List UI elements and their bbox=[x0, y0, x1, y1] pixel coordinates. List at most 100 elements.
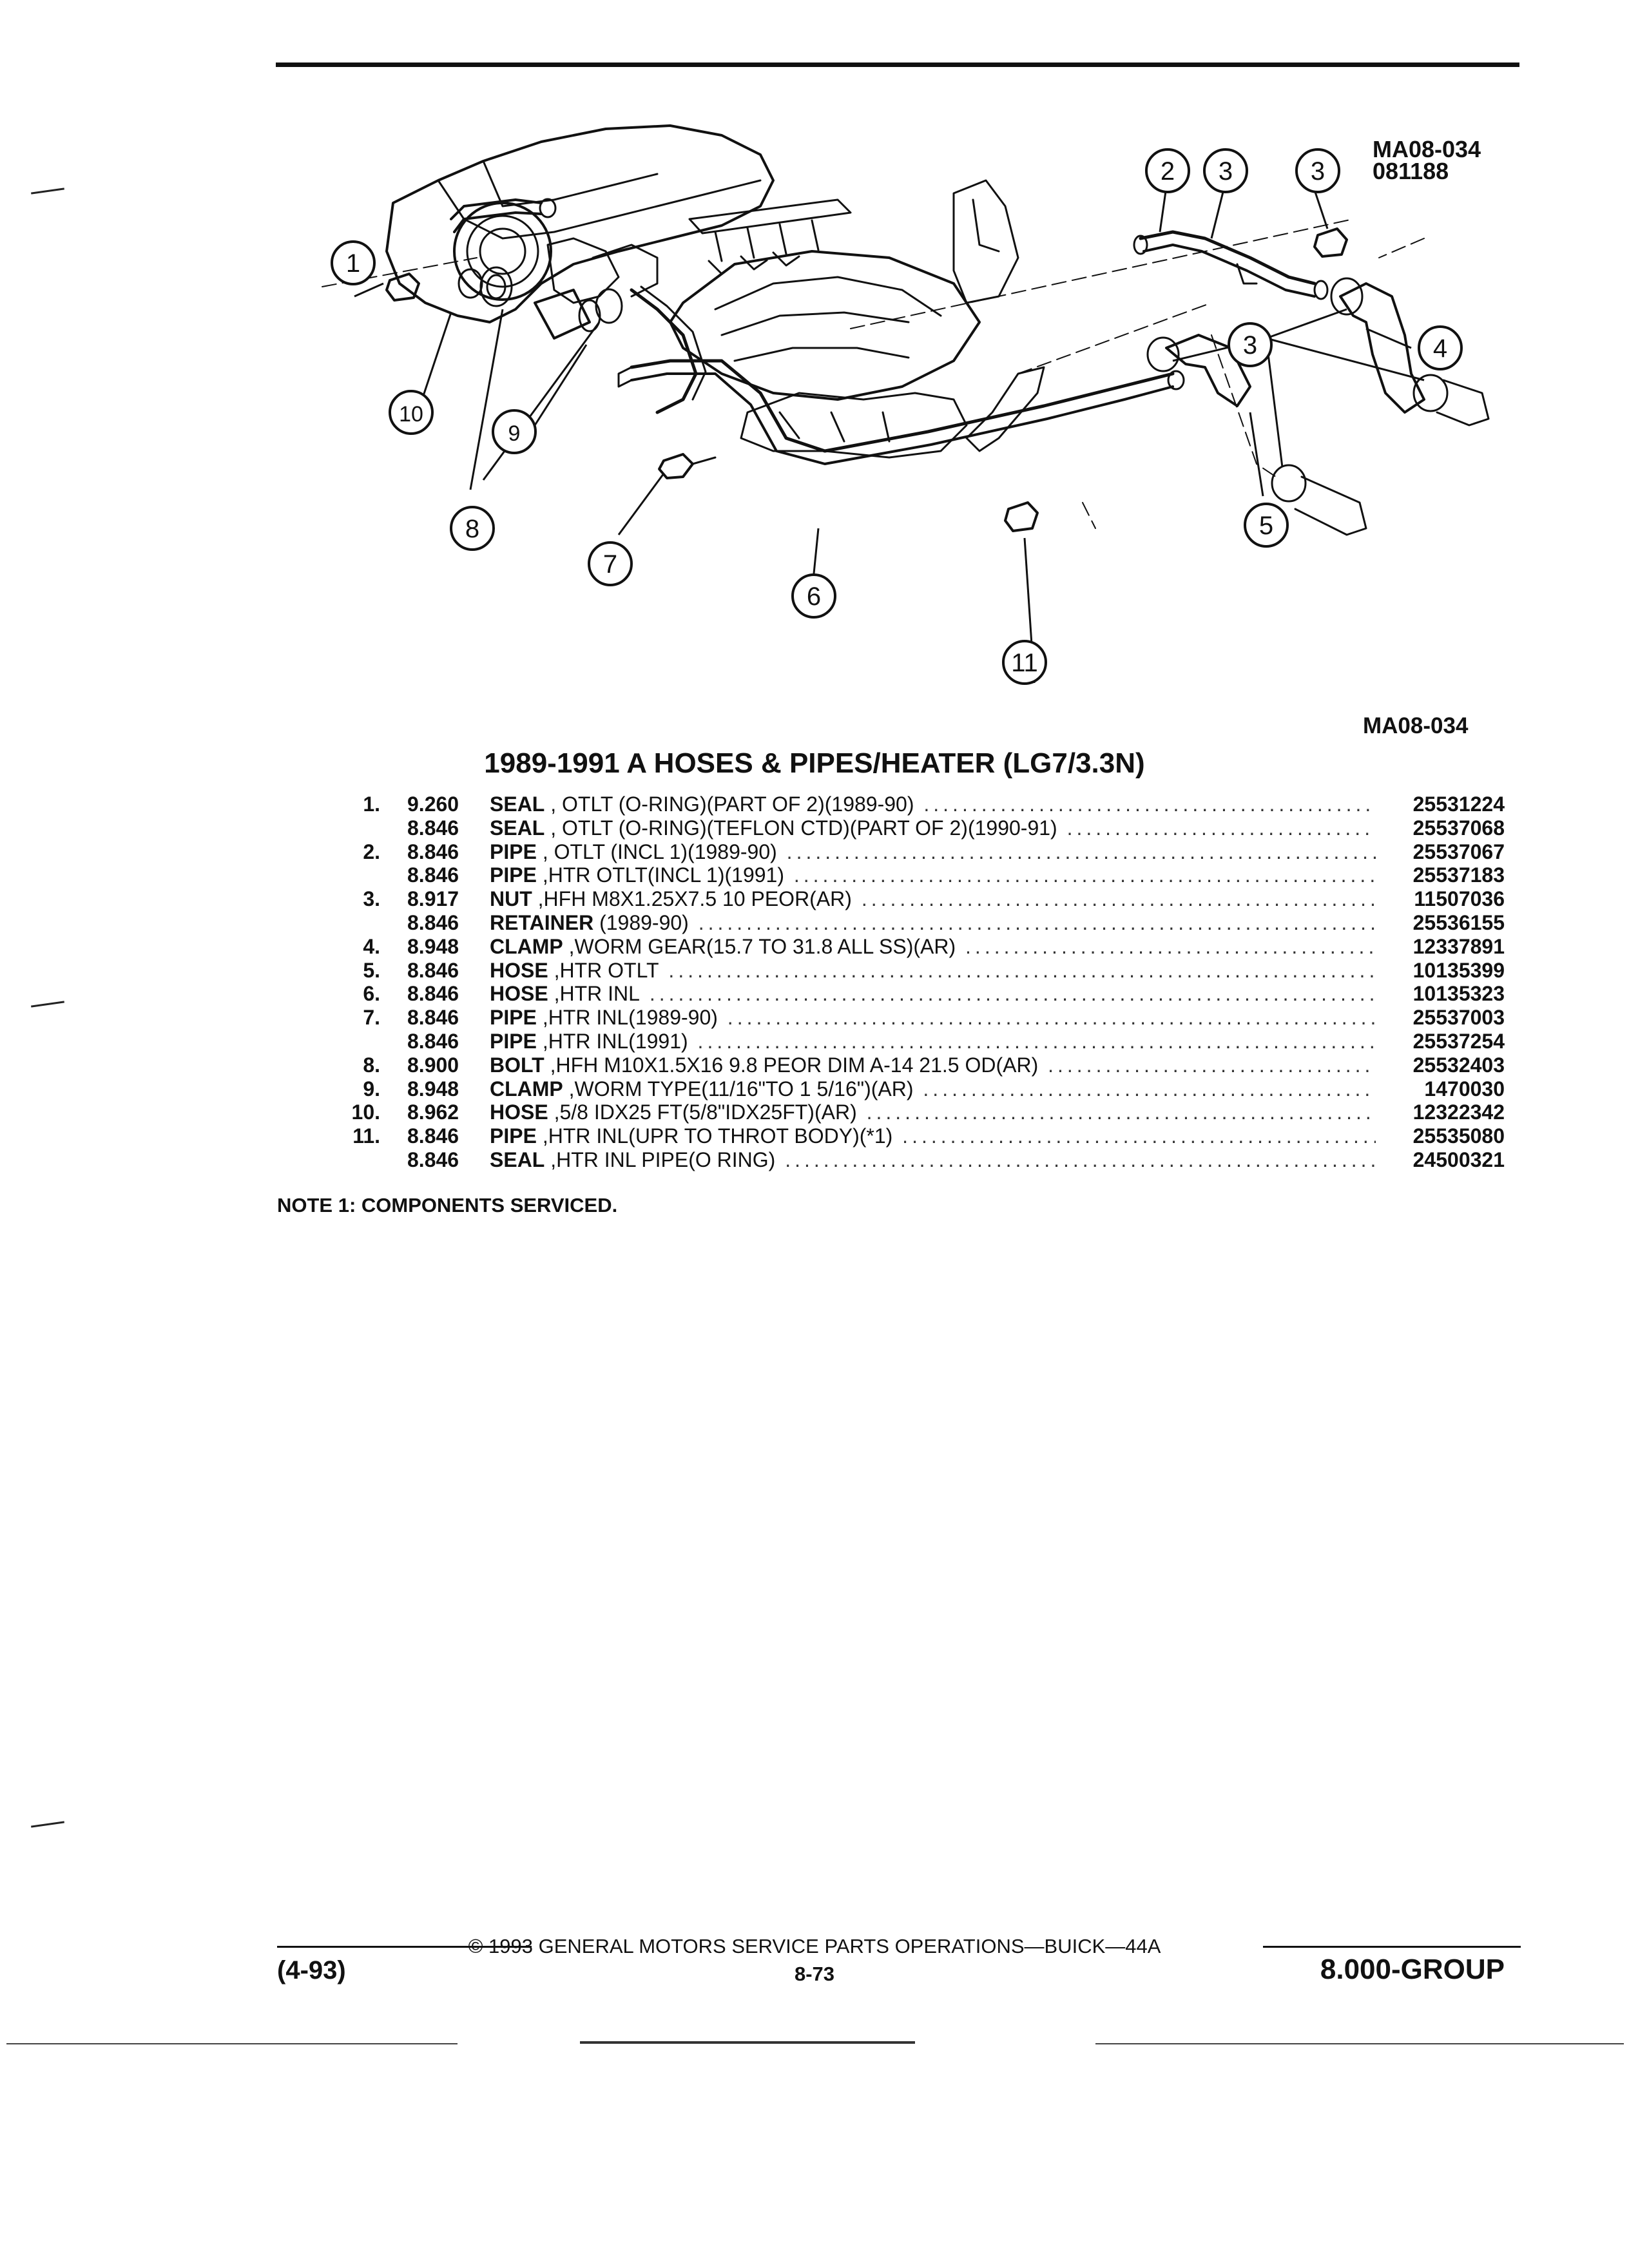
item-number: 9. bbox=[363, 1077, 380, 1100]
part-detail: ,WORM TYPE(11/16"TO 1 5/16")(AR) bbox=[563, 1077, 914, 1100]
callout-9: 9 bbox=[508, 421, 521, 446]
parts-note: NOTE 1: COMPONENTS SERVICED. bbox=[277, 1194, 618, 1216]
leader-dots: ........................................… bbox=[793, 863, 1376, 887]
diagram-code-number: MA08-034 bbox=[1373, 136, 1481, 162]
part-number: 10135323 bbox=[1412, 982, 1505, 1006]
item-number: 8. bbox=[363, 1053, 380, 1077]
part-name: PIPE bbox=[490, 840, 537, 863]
item-number: 11. bbox=[352, 1124, 380, 1148]
part-number: 11507036 bbox=[1414, 887, 1505, 911]
group-code: 8.846 bbox=[407, 816, 459, 840]
item-number: 4. bbox=[363, 934, 380, 958]
part-detail: ,HFH M8X1.25X7.5 10 PEOR(AR) bbox=[532, 887, 852, 911]
part-detail: ,5/8 IDX25 FT(5/8"IDX25FT)(AR) bbox=[548, 1100, 857, 1124]
leader-dots: ........................................… bbox=[923, 793, 1376, 816]
group-code: 8.846 bbox=[407, 982, 459, 1006]
callout-8: 8 bbox=[465, 515, 479, 543]
part-number: 25537068 bbox=[1412, 816, 1505, 840]
leader-dots: ........................................… bbox=[697, 1030, 1376, 1053]
leader-dots: ........................................… bbox=[1066, 816, 1376, 840]
part-number: 25531224 bbox=[1412, 793, 1505, 816]
part-description: SEAL , OTLT (O-RING)(TEFLON CTD)(PART OF… bbox=[490, 816, 1376, 840]
part-name: HOSE bbox=[490, 982, 548, 1006]
callout-3: 3 bbox=[1311, 157, 1325, 186]
part-name: HOSE bbox=[490, 1100, 548, 1124]
pipe-htr-inlet-upper bbox=[450, 198, 543, 220]
part-name: CLAMP bbox=[490, 1077, 563, 1100]
part-description: BOLT ,HFH M10X1.5X16 9.8 PEOR DIM A-14 2… bbox=[490, 1053, 1376, 1077]
part-detail: ,HTR OTLT bbox=[548, 958, 659, 982]
part-description: CLAMP ,WORM TYPE(11/16"TO 1 5/16")(AR) .… bbox=[490, 1077, 1376, 1100]
diagram-code-bottom: MA08-034 bbox=[1363, 713, 1469, 738]
parts-row: 8.846 RETAINER (1989-90) ................… bbox=[0, 911, 1629, 934]
nut-top bbox=[1313, 227, 1348, 258]
engine-illustration bbox=[385, 124, 1019, 459]
leader-dots: ........................................… bbox=[785, 1148, 1376, 1171]
part-detail: , OTLT (O-RING)(PART OF 2)(1989-90) bbox=[545, 793, 914, 816]
leader-dots: ........................................… bbox=[866, 1100, 1376, 1124]
callout-4: 4 bbox=[1433, 334, 1447, 363]
item-number: 2. bbox=[363, 840, 380, 863]
part-detail: ,HTR INL PIPE(O RING) bbox=[545, 1148, 776, 1171]
part-number: 25537003 bbox=[1412, 1006, 1505, 1030]
scan-line bbox=[6, 2043, 458, 2044]
part-description: HOSE ,HTR OTLT .........................… bbox=[490, 959, 1376, 982]
part-detail: ,HTR INL(UPR TO THROT BODY)(*1) bbox=[536, 1124, 893, 1148]
part-description: SEAL , OTLT (O-RING)(PART OF 2)(1989-90)… bbox=[490, 793, 1376, 816]
part-name: PIPE bbox=[490, 1124, 537, 1148]
part-description: PIPE ,HTR OTLT(INCL 1)(1991) ...........… bbox=[490, 863, 1376, 887]
part-name: SEAL bbox=[490, 793, 545, 816]
callout-7: 7 bbox=[603, 550, 617, 579]
alignment-lines bbox=[322, 218, 1425, 529]
item-number: 6. bbox=[363, 982, 380, 1006]
part-description: NUT ,HFH M8X1.25X7.5 10 PEOR(AR) .......… bbox=[490, 887, 1376, 910]
group-code: 8.846 bbox=[407, 911, 459, 934]
group-code: 9.260 bbox=[407, 793, 459, 816]
group-code: 8.846 bbox=[407, 1030, 459, 1053]
pipe-otlt bbox=[1139, 230, 1316, 285]
item-number: 10. bbox=[351, 1100, 380, 1124]
part-name: PIPE bbox=[490, 863, 537, 887]
part-name: CLAMP bbox=[490, 934, 563, 958]
clamp-hose-inlet bbox=[1146, 336, 1180, 372]
page-number: 8-73 bbox=[794, 1963, 835, 1985]
parts-row: 10. 8.962 HOSE ,5/8 IDX25 FT(5/8"IDX25FT)(… bbox=[0, 1100, 1629, 1124]
part-name: HOSE bbox=[490, 958, 548, 982]
group-code: 8.900 bbox=[407, 1053, 459, 1077]
nut-left bbox=[385, 273, 420, 302]
hose-bulk bbox=[534, 289, 591, 340]
part-number: 25532403 bbox=[1412, 1053, 1505, 1077]
part-description: SEAL ,HTR INL PIPE(O RING) .............… bbox=[490, 1148, 1376, 1171]
part-detail: , OTLT (INCL 1)(1989-90) bbox=[536, 840, 777, 863]
group-code: 8.917 bbox=[407, 887, 459, 911]
group-code: 8.846 bbox=[407, 1124, 459, 1148]
clamp-otlt-1 bbox=[1330, 277, 1364, 316]
part-detail: ,HFH M10X1.5X16 9.8 PEOR DIM A-14 21.5 O… bbox=[544, 1053, 1039, 1077]
part-description: CLAMP ,WORM GEAR(15.7 TO 31.8 ALL SS)(AR… bbox=[490, 935, 1376, 958]
part-number: 25535080 bbox=[1412, 1124, 1505, 1148]
header-rule bbox=[276, 62, 1519, 67]
revision-date: (4-93) bbox=[277, 1956, 346, 1984]
callout-2: 2 bbox=[1161, 157, 1175, 186]
callout-11: 11 bbox=[1011, 649, 1038, 677]
parts-row: 11. 8.846 PIPE ,HTR INL(UPR TO THROT BODY)… bbox=[0, 1124, 1629, 1148]
pipe-htr-inlet bbox=[630, 359, 1175, 453]
part-number: 25537254 bbox=[1412, 1030, 1505, 1053]
scan-line bbox=[580, 2041, 915, 2044]
part-number: 10135399 bbox=[1412, 958, 1505, 982]
part-name: SEAL bbox=[490, 1148, 545, 1171]
part-description: PIPE ,HTR INL(1989-90) .................… bbox=[490, 1006, 1376, 1029]
group-number: 8.000-GROUP bbox=[1320, 1954, 1505, 1985]
part-number: 25537067 bbox=[1412, 840, 1505, 863]
part-name: NUT bbox=[490, 887, 532, 911]
group-code: 8.962 bbox=[407, 1100, 459, 1124]
part-description: RETAINER (1989-90) .....................… bbox=[490, 911, 1376, 934]
part-detail: ,HTR INL(1989-90) bbox=[536, 1006, 718, 1030]
part-number: 25537183 bbox=[1412, 863, 1505, 887]
callout-3: 3 bbox=[1243, 331, 1257, 360]
